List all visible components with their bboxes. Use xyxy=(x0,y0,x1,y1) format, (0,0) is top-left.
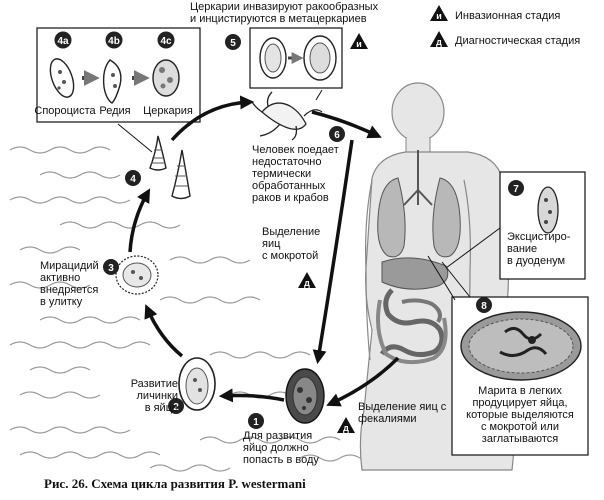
stage-number-4: 4 xyxy=(125,170,141,186)
pointer-box5 xyxy=(315,89,323,101)
svg-text:5: 5 xyxy=(230,38,236,49)
svg-text:4b: 4b xyxy=(108,36,120,47)
legend-invasive-badge: и xyxy=(430,5,448,21)
sporocyst-illustration xyxy=(49,58,75,98)
egg-larva-illustration xyxy=(178,357,216,411)
svg-text:и: и xyxy=(436,11,442,21)
svg-text:8: 8 xyxy=(481,301,487,312)
sputum-label: Выделение яиц с мокротой xyxy=(262,226,321,262)
diagnostic-badge-feces: д xyxy=(337,417,355,433)
svg-text:7: 7 xyxy=(513,184,519,195)
stage4a-label: Спороциста xyxy=(34,105,96,117)
egg-illustration xyxy=(285,368,325,424)
legend-diagnostic-badge: д xyxy=(430,31,448,47)
svg-text:2: 2 xyxy=(173,402,179,413)
legend-diagnostic-label: Диагностическая стадия xyxy=(455,35,581,47)
pointer-box7 xyxy=(445,227,501,269)
svg-text:4c: 4c xyxy=(160,36,172,47)
legend-invasive-label: Инвазионная стадия xyxy=(455,10,561,22)
stage-number-5: 5 xyxy=(225,34,241,50)
human-body-illustration xyxy=(359,82,515,471)
pointer-box8-b xyxy=(441,261,471,298)
stage6-label: Человек поедает недостаточно термически … xyxy=(252,144,339,204)
svg-text:и: и xyxy=(356,39,362,49)
stage-number-3: 3 xyxy=(103,259,119,275)
metacercaria-illustration xyxy=(259,35,337,81)
stage-number-4c: 4c xyxy=(157,31,175,49)
crayfish-illustration xyxy=(251,91,323,141)
svg-text:4a: 4a xyxy=(57,36,69,47)
figure-caption: Рис. 26. Схема цикла развития P. westerm… xyxy=(44,476,306,491)
pointer-box8-a xyxy=(427,255,456,301)
excysted-fluke-illustration xyxy=(537,186,559,234)
arrow-crustacean-to-human xyxy=(311,110,382,139)
miracidium-illustration xyxy=(115,255,159,295)
stage-number-1: 1 xyxy=(248,413,264,429)
arrow-sputum-to-egg xyxy=(312,139,354,365)
stage3-label: Мирацидий активно внедряется в улитку xyxy=(40,260,99,308)
stage-number-4b: 4b xyxy=(105,31,123,49)
invasive-badge-stage5: и xyxy=(350,33,368,49)
svg-text:6: 6 xyxy=(334,130,340,141)
snail-illustration xyxy=(149,135,191,200)
stage-number-2: 2 xyxy=(168,398,184,414)
svg-text:д: д xyxy=(343,423,349,433)
arrow-egg-to-larva xyxy=(218,388,285,403)
svg-text:1: 1 xyxy=(253,417,259,428)
svg-text:д: д xyxy=(304,278,310,288)
cercaria-illustration xyxy=(152,59,180,97)
stage-number-8: 8 xyxy=(476,297,492,313)
arrow-feces-to-egg xyxy=(326,356,400,407)
svg-text:д: д xyxy=(436,37,442,47)
stage4c-label: Церкария xyxy=(143,105,193,117)
cycle-arrows xyxy=(128,95,400,407)
feces-label: Выделение яиц с фекалиями xyxy=(358,401,447,425)
arrow-larva-to-miracidium xyxy=(144,304,184,358)
svg-text:3: 3 xyxy=(108,263,114,274)
stage7-label: Эксцистиро- вание в дуоденум xyxy=(507,231,571,267)
diagnostic-badge-sputum: д xyxy=(298,272,316,288)
stage8-label: Марита в легких продуцирует яйца, которы… xyxy=(466,385,574,445)
arrow-miracidium-to-snail xyxy=(128,188,151,253)
stage-number-4a: 4a xyxy=(54,31,72,49)
stage5-label: Церкарии инвазируют ракообразных и инцис… xyxy=(190,1,379,25)
arrow-snail-to-crustacean xyxy=(170,95,255,142)
stage1-label: Для развития яйцо должно попасть в воду xyxy=(243,430,319,466)
stage-number-7: 7 xyxy=(508,180,524,196)
redia-illustration xyxy=(102,59,122,104)
stage4b-label: Редия xyxy=(99,105,131,117)
pointer-box4 xyxy=(117,123,153,153)
stage-number-6: 6 xyxy=(329,126,345,142)
svg-text:4: 4 xyxy=(130,174,136,185)
marita-illustration xyxy=(460,311,582,381)
stage2-label: Развитие личинки в яйце xyxy=(130,378,178,414)
